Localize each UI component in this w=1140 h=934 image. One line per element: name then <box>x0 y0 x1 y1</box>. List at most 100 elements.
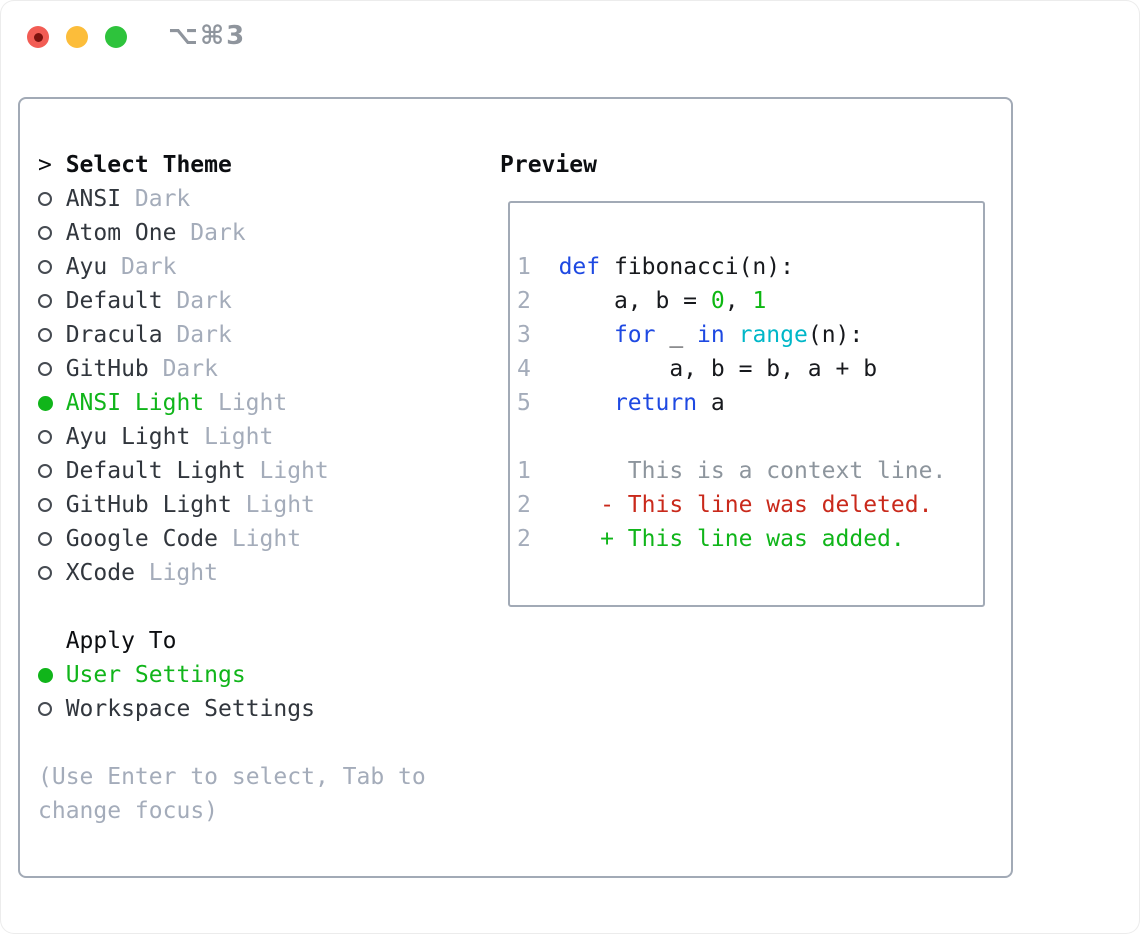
option-label: Ayu <box>65 254 108 280</box>
radio-unselected-icon <box>38 702 52 716</box>
minimize-button[interactable] <box>66 26 88 48</box>
code-segment: 1 <box>517 458 531 484</box>
option-label: XCode <box>65 560 135 586</box>
code-segment: 2 <box>517 492 531 518</box>
preview-header: Preview <box>500 152 597 178</box>
code-line: 3 for _ in range(n): <box>517 318 983 352</box>
theme-option-atom-one[interactable]: Atom One Dark <box>38 216 426 250</box>
apply-options-list: User Settings Workspace Settings <box>38 658 426 726</box>
window-titlebar: ⌥⌘3 <box>0 0 1140 97</box>
code-segment: 2 <box>517 526 531 552</box>
code-segment <box>531 254 559 280</box>
code-segment <box>725 322 739 348</box>
code-segment <box>531 390 614 416</box>
code-line: 2 a, b = 0, 1 <box>517 284 983 318</box>
radio-unselected-icon <box>38 464 52 478</box>
option-label: GitHub Light <box>65 492 232 518</box>
option-tag: Light <box>217 390 288 416</box>
code-segment: (n): <box>807 322 864 348</box>
apply-to-header: Apply To <box>38 624 426 658</box>
help-text-line: (Use Enter to select, Tab to <box>38 764 426 790</box>
option-label: GitHub <box>65 356 149 382</box>
select-theme-header: > Select Theme <box>38 148 426 182</box>
radio-cell <box>38 328 66 342</box>
theme-option-ayu-light[interactable]: Ayu Light Light <box>38 420 426 454</box>
zoom-button[interactable] <box>105 26 127 48</box>
theme-option-github[interactable]: GitHub Dark <box>38 352 426 386</box>
code-line: 5 return a <box>517 386 983 420</box>
theme-option-ansi-light[interactable]: ANSI Light Light <box>38 386 426 420</box>
code-line: 2 - This line was deleted. <box>517 488 983 522</box>
code-line: 1 def fibonacci(n): <box>517 250 983 284</box>
close-button[interactable] <box>27 26 49 48</box>
theme-option-google-code[interactable]: Google Code Light <box>38 522 426 556</box>
radio-cell <box>38 294 66 308</box>
theme-option-default[interactable]: Default Dark <box>38 284 426 318</box>
code-segment: for <box>613 322 656 348</box>
prompt-icon: > <box>38 152 52 178</box>
code-segment: a <box>697 390 725 416</box>
theme-option-default-light[interactable]: Default Light Light <box>38 454 426 488</box>
theme-option-dracula[interactable]: Dracula Dark <box>38 318 426 352</box>
option-label: Default Light <box>65 458 246 484</box>
code-segment: 3 <box>517 322 531 348</box>
code-segment: + This line was added. <box>530 526 905 552</box>
spacer <box>38 726 426 760</box>
apply-option-workspace-settings[interactable]: Workspace Settings <box>38 692 426 726</box>
radio-unselected-icon <box>38 260 52 274</box>
window-title: ⌥⌘3 <box>168 21 247 51</box>
select-theme-title: Select Theme <box>65 152 232 178</box>
theme-options-list: ANSI Dark Atom One Dark Ayu Dark Default… <box>38 182 426 590</box>
code-segment <box>531 322 614 348</box>
code-segment: 1 <box>517 254 531 280</box>
option-tag: Light <box>204 424 274 450</box>
theme-option-xcode[interactable]: XCode Light <box>38 556 426 590</box>
option-tag: Dark <box>190 220 246 246</box>
radio-unselected-icon <box>38 192 52 206</box>
code-segment: 4 <box>517 356 531 382</box>
spacer <box>38 590 426 624</box>
option-label: ANSI <box>65 186 122 212</box>
option-tag: Light <box>231 526 302 552</box>
option-tag: Light <box>259 458 329 484</box>
theme-option-ayu[interactable]: Ayu Dark <box>38 250 426 284</box>
option-tag: Light <box>245 492 315 518</box>
unsaved-indicator-dot <box>33 32 43 42</box>
code-segment: This is a context line. <box>530 458 947 484</box>
code-segment: in <box>697 322 725 348</box>
radio-cell <box>38 192 66 206</box>
code-segment: , <box>724 288 753 314</box>
theme-option-github-light[interactable]: GitHub Light Light <box>38 488 426 522</box>
option-tag: Dark <box>176 288 232 314</box>
radio-unselected-icon <box>38 362 52 376</box>
theme-list-column: > Select Theme ANSI Dark Atom One Dark A… <box>38 148 426 828</box>
code-segment: _ <box>655 322 698 348</box>
radio-cell <box>38 532 66 546</box>
option-tag: Light <box>148 560 218 586</box>
code-segment: fibonacci(n): <box>600 254 794 280</box>
code-segment: 5 <box>517 390 531 416</box>
option-label: Workspace Settings <box>65 696 315 722</box>
theme-picker-panel: > Select Theme ANSI Dark Atom One Dark A… <box>18 97 1013 878</box>
code-segment: return <box>613 390 698 416</box>
radio-unselected-icon <box>38 328 52 342</box>
radio-cell <box>38 566 66 580</box>
radio-unselected-icon <box>38 294 52 308</box>
radio-cell <box>38 430 66 444</box>
traffic-lights <box>27 26 127 48</box>
apply-option-user-settings[interactable]: User Settings <box>38 658 426 692</box>
code-segment: a, b = b, a + b <box>530 356 878 382</box>
code-line: 1 This is a context line. <box>517 454 983 488</box>
code-segment: def <box>558 254 601 280</box>
option-label: User Settings <box>65 662 246 688</box>
code-segment: a, b = <box>530 288 711 314</box>
radio-cell <box>38 362 66 376</box>
radio-cell <box>38 226 66 240</box>
radio-cell <box>38 498 66 512</box>
option-label: Dracula <box>65 322 163 348</box>
code-line <box>517 420 983 454</box>
option-tag: Dark <box>176 322 232 348</box>
theme-option-ansi[interactable]: ANSI Dark <box>38 182 426 216</box>
